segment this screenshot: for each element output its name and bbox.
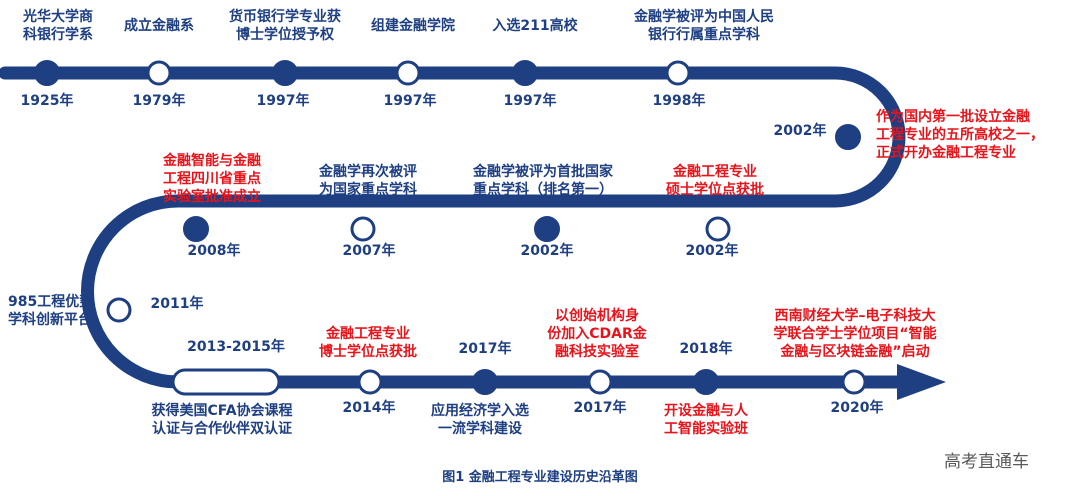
year-label-e2002b: 2002年 xyxy=(685,243,739,259)
node-e1997a xyxy=(272,60,298,86)
node-e2013 xyxy=(171,368,281,396)
node-e2017b xyxy=(587,369,613,395)
event-text-e2008: 金融智能与金融工程四川省重点实验室批准成立 xyxy=(163,153,261,205)
year-label-e2014: 2014年 xyxy=(342,400,396,416)
year-label-e2017b: 2017年 xyxy=(573,400,627,416)
year-label-e2020: 2020年 xyxy=(830,400,884,416)
year-label-e1979: 1979年 xyxy=(132,93,186,109)
year-label-e1998: 1998年 xyxy=(652,93,706,109)
event-text-e2013: 获得美国CFA协会课程认证与合作伙伴双认证 xyxy=(151,403,293,437)
event-text-e1925: 光华大学商科银行学系 xyxy=(23,9,93,43)
year-label-e2011: 2011年 xyxy=(150,296,204,312)
event-text-e2014: 金融工程专业博士学位点获批 xyxy=(319,326,417,360)
year-label-e2013: 2013-2015年 xyxy=(187,339,285,355)
event-text-e1997a: 货币银行学专业获博士学位授予权 xyxy=(229,9,341,43)
node-e2011 xyxy=(106,297,132,323)
node-e2002a xyxy=(835,124,861,150)
year-label-e1997b: 1997年 xyxy=(383,93,437,109)
node-e1979 xyxy=(146,60,172,86)
node-e2008 xyxy=(183,216,209,242)
event-text-e1997c: 入选211高校 xyxy=(492,18,578,34)
year-label-e1997a: 1997年 xyxy=(256,93,310,109)
year-label-e2008: 2008年 xyxy=(187,243,241,259)
event-text-e2020: 西南财经大学–电子科技大学联合学士学位项目“智能金融与区块链金融”启动 xyxy=(773,308,937,360)
event-text-e2017a: 应用经济学入选一流学科建设 xyxy=(431,403,529,437)
event-text-e1998: 金融学被评为中国人民银行行属重点学科 xyxy=(634,9,774,43)
event-text-e2018: 开设金融与人工智能实验班 xyxy=(664,403,748,437)
node-e2007 xyxy=(350,216,376,242)
year-label-e2017a: 2017年 xyxy=(458,341,512,357)
node-e2020 xyxy=(841,369,867,395)
event-text-e2017b: 以创始机构身份加入CDAR金融科技实验室 xyxy=(547,308,647,360)
node-e1997b xyxy=(395,60,421,86)
event-text-e2011: 985工程优势学科创新平台 xyxy=(8,294,94,328)
year-label-e2002a: 2002年 xyxy=(773,123,827,139)
year-label-e2002c: 2002年 xyxy=(520,243,574,259)
year-label-e1997c: 1997年 xyxy=(503,93,557,109)
event-text-e2002c: 金融学被评为首批国家重点学科（排名第一） xyxy=(473,164,613,198)
event-text-e2007: 金融学再次被评为国家重点学科 xyxy=(319,164,417,198)
watermark: 高考直通车 xyxy=(944,452,1029,472)
node-e2014 xyxy=(357,369,383,395)
node-e1997c xyxy=(512,60,538,86)
event-text-e1979: 成立金融系 xyxy=(124,18,194,34)
node-e2017a xyxy=(472,369,498,395)
node-e2002c xyxy=(534,216,560,242)
node-e2018 xyxy=(693,369,719,395)
event-text-e1997b: 组建金融学院 xyxy=(371,18,455,34)
year-label-e2018: 2018年 xyxy=(679,341,733,357)
node-e1998 xyxy=(665,60,691,86)
event-text-e2002b: 金融工程专业硕士学位点获批 xyxy=(666,164,764,198)
year-label-e1925: 1925年 xyxy=(20,93,74,109)
node-e1925 xyxy=(34,60,60,86)
timeline-arrowhead xyxy=(897,364,946,400)
node-e2002b xyxy=(705,216,731,242)
event-text-e2002a: 作为国内第一批设立金融工程专业的五所高校之一，正式开办金融工程专业 xyxy=(876,109,1044,161)
figure-caption: 图1 金融工程专业建设历史沿革图 xyxy=(442,470,638,485)
timeline-path xyxy=(0,66,912,389)
year-label-e2007: 2007年 xyxy=(342,243,396,259)
